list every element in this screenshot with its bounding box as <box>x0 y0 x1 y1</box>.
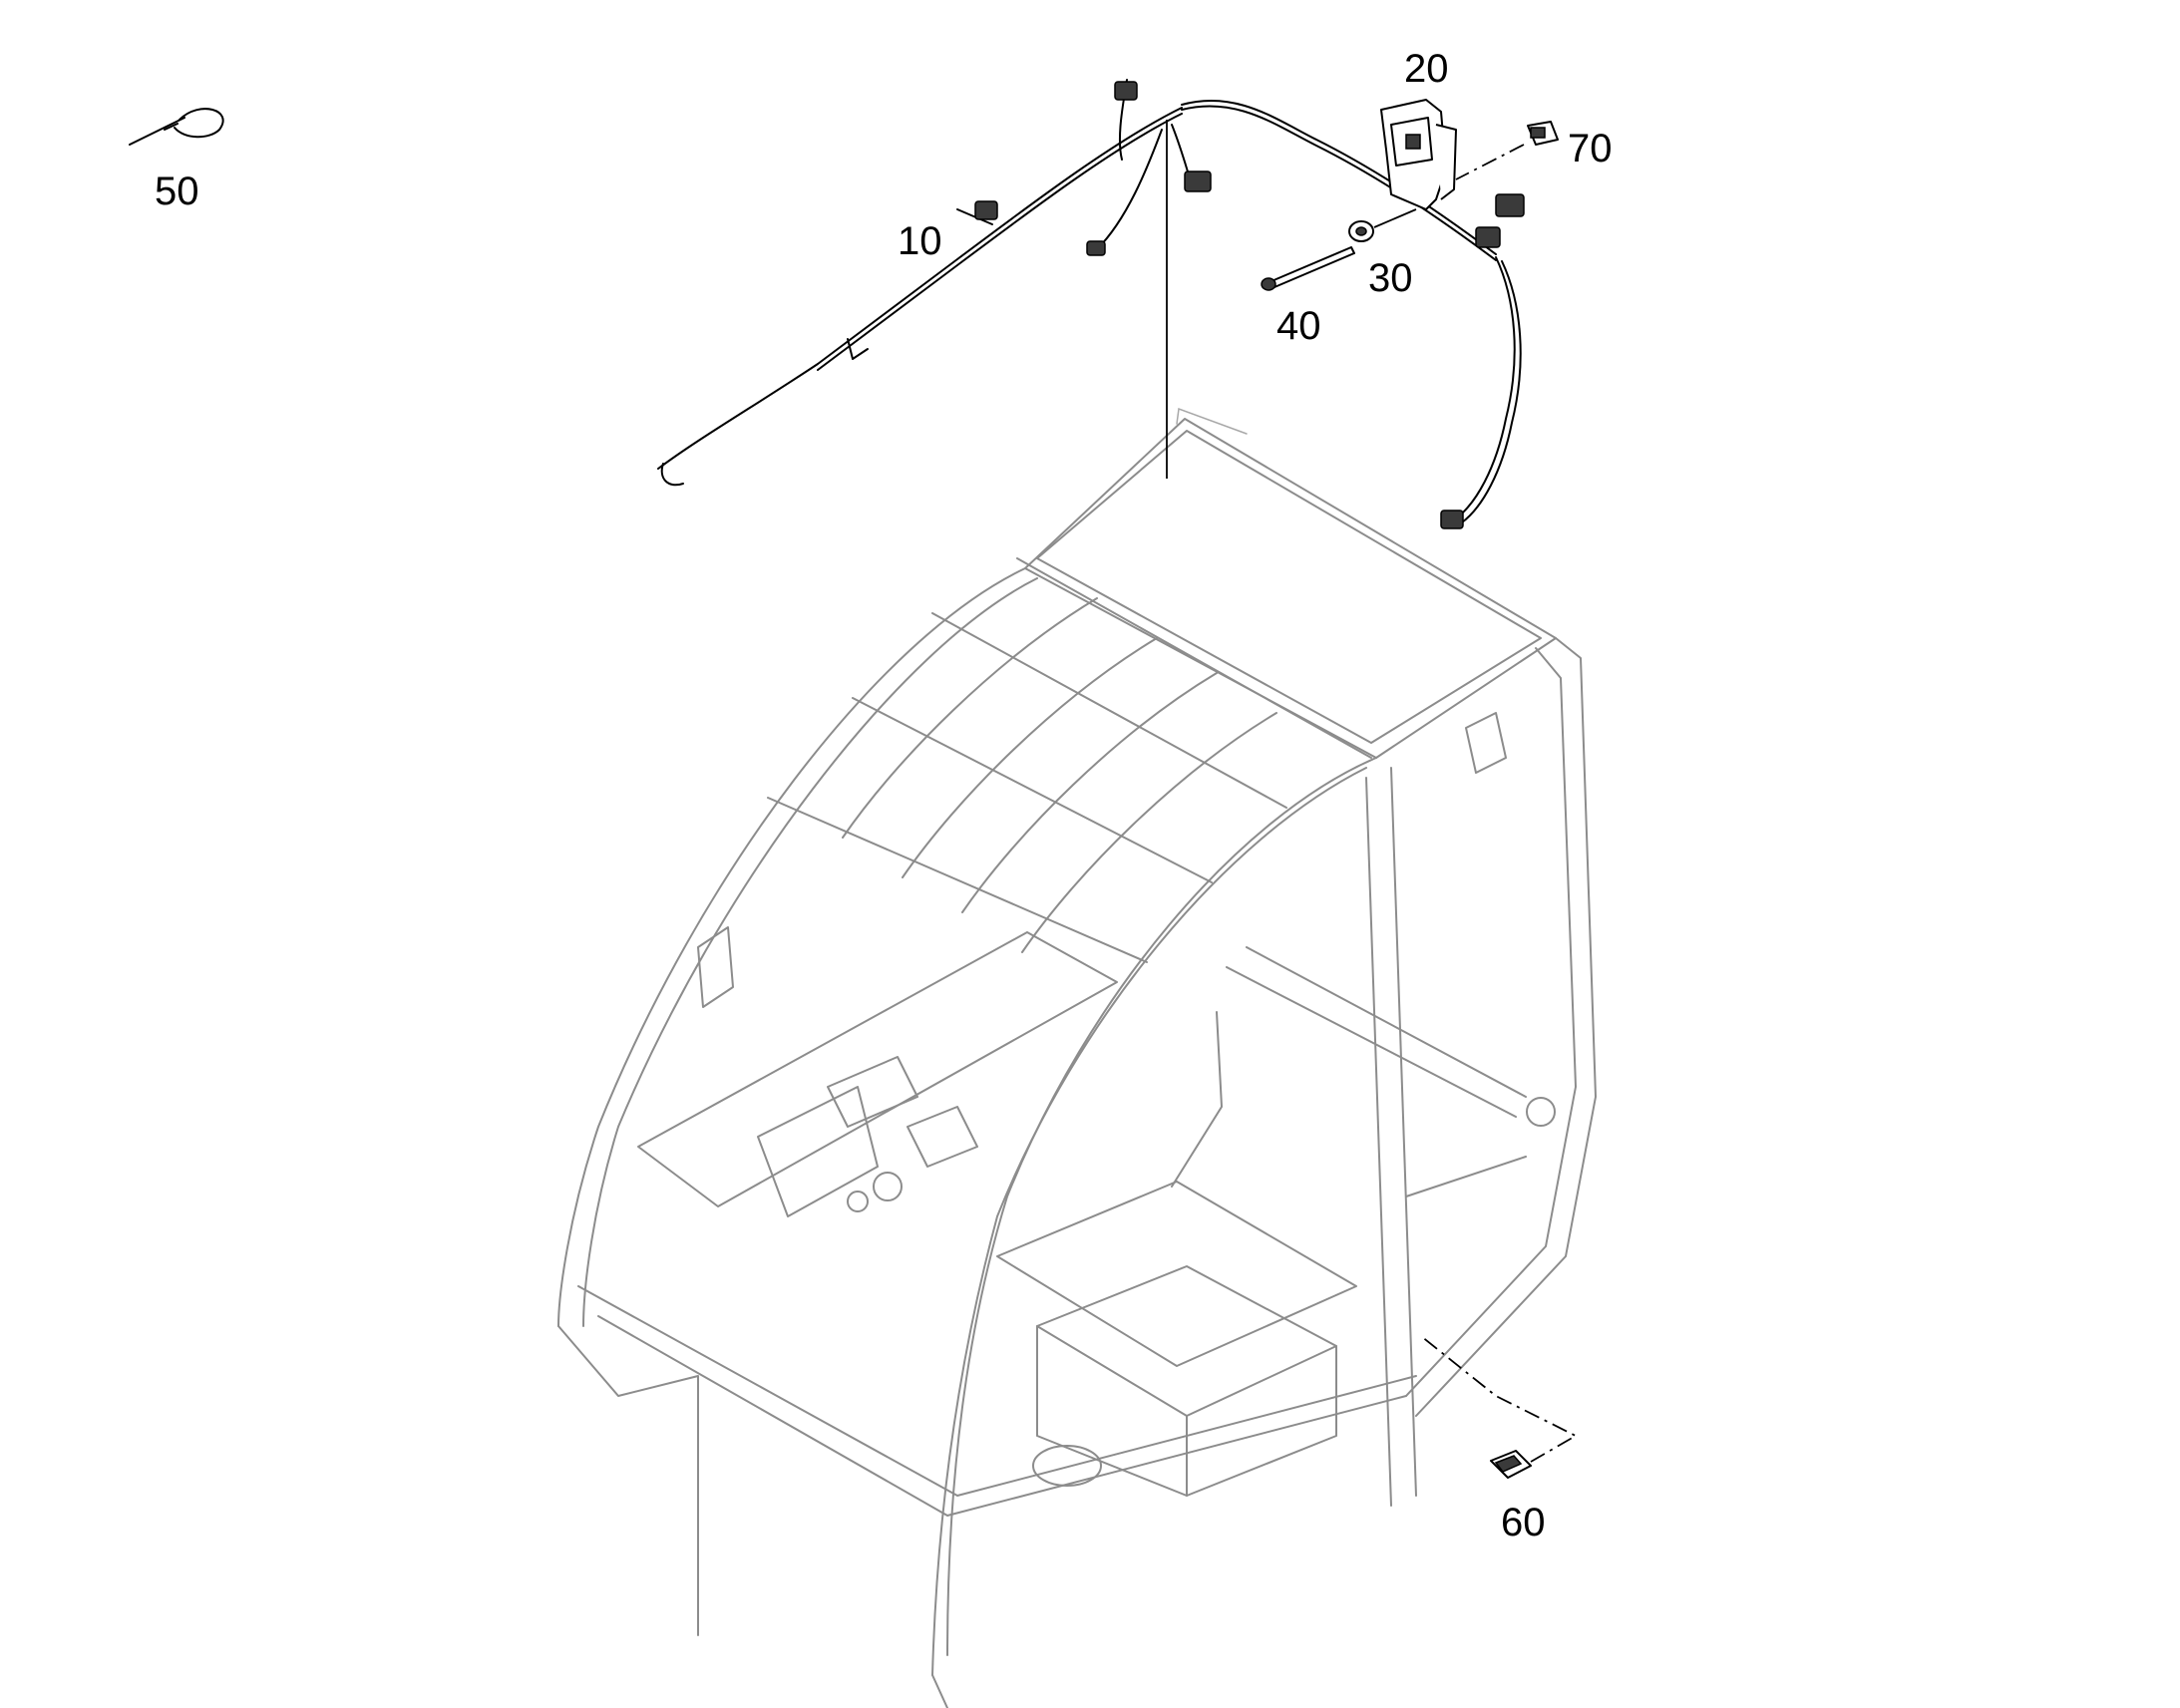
cable-tie-icon <box>129 108 224 146</box>
callout-70: 70 <box>1568 127 1613 171</box>
callout-10: 10 <box>898 219 942 263</box>
callout-60: 60 <box>1501 1501 1546 1544</box>
callout-20: 20 <box>1404 47 1449 91</box>
callout-30: 30 <box>1368 256 1413 300</box>
connector-icon <box>1455 121 1559 180</box>
callout-50: 50 <box>155 170 199 213</box>
cab-frame <box>557 407 1597 1708</box>
washer-icon <box>1348 208 1417 242</box>
wiring-harness-icon <box>657 79 1525 529</box>
callout-40: 40 <box>1276 304 1321 348</box>
bracket-icon <box>1380 99 1457 210</box>
callout-labels: 10 20 30 40 50 60 70 <box>155 47 1613 1544</box>
fuse-icon <box>1420 1335 1578 1479</box>
bolt-icon <box>1261 246 1355 291</box>
